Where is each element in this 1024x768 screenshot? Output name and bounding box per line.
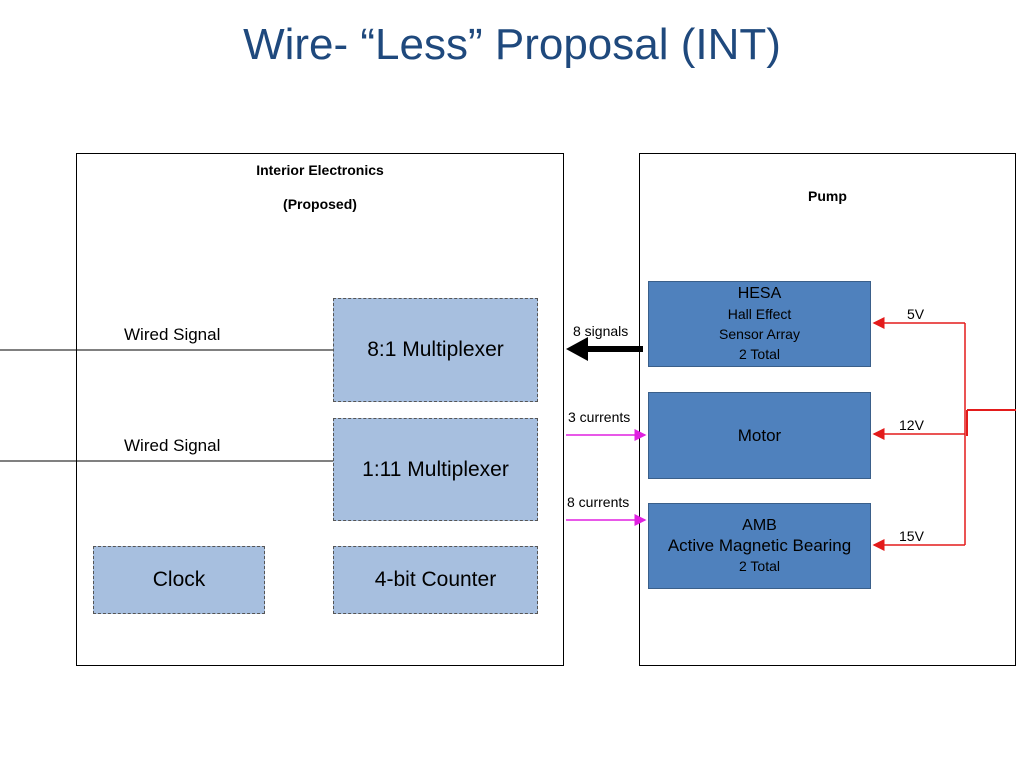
hesa-block: HESA Hall Effect Sensor Array 2 Total [648, 281, 871, 367]
pump-title: Pump [808, 188, 847, 204]
counter-block: 4-bit Counter [333, 546, 538, 614]
voltage-15v-label: 15V [899, 528, 924, 544]
wired-signal-label-2: Wired Signal [124, 436, 221, 455]
hesa-name: HESA [737, 285, 782, 302]
hesa-line2: Sensor Array [719, 326, 800, 342]
slide-title: Wire- “Less” Proposal (INT) [243, 20, 781, 69]
hesa-line3: 2 Total [739, 346, 780, 362]
wired-signal-label-1: Wired Signal [124, 325, 221, 344]
signals-arrow-head [566, 337, 588, 361]
currents-3-label: 3 currents [568, 409, 631, 425]
mux-8-to-1-block: 8:1 Multiplexer [333, 298, 538, 402]
signals-label: 8 signals [573, 323, 629, 339]
voltage-5v-label: 5V [907, 306, 925, 322]
motor-name: Motor [737, 425, 782, 445]
amb-block: AMB Active Magnetic Bearing 2 Total [648, 503, 871, 589]
mux-1-to-11-block: 1:11 Multiplexer [333, 418, 538, 521]
clock-block: Clock [93, 546, 265, 614]
voltage-12v-label: 12V [899, 417, 924, 433]
motor-block: Motor [648, 392, 871, 479]
amb-line2: 2 Total [739, 558, 780, 574]
interior-title-line2: (Proposed) [283, 196, 357, 212]
hesa-line1: Hall Effect [727, 306, 792, 322]
amb-name: AMB [742, 517, 777, 534]
currents-8-label: 8 currents [567, 494, 630, 510]
amb-line1: Active Magnetic Bearing [667, 536, 852, 555]
interior-title-line1: Interior Electronics [256, 162, 384, 178]
